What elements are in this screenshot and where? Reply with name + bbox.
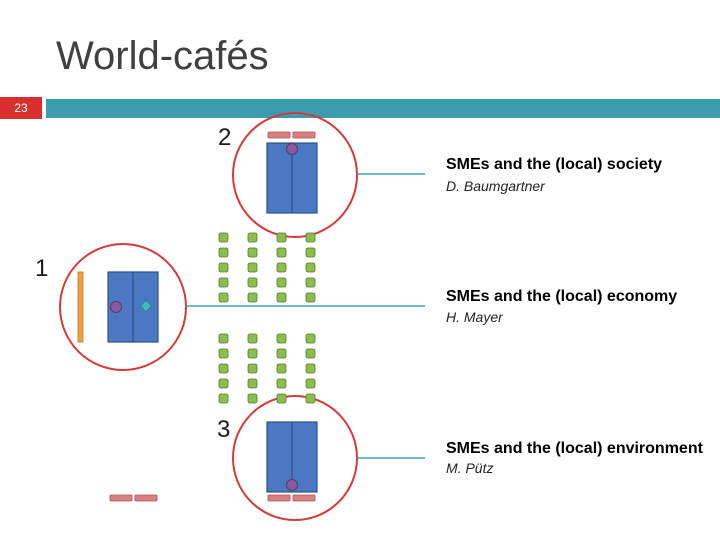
audience-chair — [247, 363, 258, 374]
audience-chair — [305, 262, 316, 273]
table-2-chair — [267, 131, 291, 139]
slide-number-badge — [0, 97, 42, 119]
topic-label: SMEs and the (local) environment — [446, 440, 703, 457]
table-1-group — [77, 271, 159, 343]
audience-chair — [218, 393, 229, 404]
topic-label: SMEs and the (local) society — [446, 156, 663, 173]
audience-chair — [276, 348, 287, 359]
audience-chair — [276, 262, 287, 273]
audience-chair — [218, 262, 229, 273]
table-3-chair — [267, 494, 291, 502]
table-number-2: 2 — [218, 124, 232, 151]
audience-chair — [218, 363, 229, 374]
slide-number: 23 — [14, 101, 28, 115]
audience-chair — [305, 348, 316, 359]
table-2-circle — [232, 112, 358, 238]
audience-chair — [247, 348, 258, 359]
table-2-chair — [292, 131, 316, 139]
host-name: M. Pütz — [446, 460, 494, 476]
table-2-host-marker — [286, 143, 298, 155]
table-3-chair — [292, 494, 316, 502]
audience-chair — [247, 378, 258, 389]
audience-chair — [247, 277, 258, 288]
audience-chair — [305, 247, 316, 258]
audience-chair — [218, 292, 229, 303]
table-1-host-marker — [110, 301, 122, 313]
audience-chair — [276, 393, 287, 404]
audience-chair — [305, 232, 316, 243]
audience-chair — [276, 232, 287, 243]
audience-chair — [305, 378, 316, 389]
audience-chair — [218, 378, 229, 389]
table-3-host-marker — [286, 479, 298, 491]
table-1-diamond-marker — [139, 299, 153, 313]
audience-chair — [218, 333, 229, 344]
audience-chair — [218, 232, 229, 243]
table-number-1: 1 — [35, 255, 49, 282]
table-2-group — [266, 131, 318, 214]
audience-chair — [305, 277, 316, 288]
audience-chair — [218, 277, 229, 288]
audience-chair — [276, 378, 287, 389]
audience-chair — [247, 232, 258, 243]
spare-chair — [134, 494, 158, 502]
audience-chair — [305, 333, 316, 344]
slide-title: World-cafés — [56, 34, 269, 78]
audience-chair — [247, 292, 258, 303]
audience-chair — [276, 292, 287, 303]
host-name: D. Baumgartner — [446, 178, 545, 194]
audience-chair — [276, 363, 287, 374]
audience-chair — [218, 247, 229, 258]
audience-chair — [276, 277, 287, 288]
audience-chair — [276, 333, 287, 344]
audience-chair — [276, 247, 287, 258]
flipchart — [77, 271, 84, 343]
audience-chair — [305, 292, 316, 303]
table-number-3: 3 — [217, 416, 231, 443]
audience-chair — [247, 247, 258, 258]
table-3-group — [266, 421, 318, 502]
audience-chair — [247, 333, 258, 344]
spare-chair — [109, 494, 133, 502]
audience-chair — [305, 393, 316, 404]
audience-chair — [305, 363, 316, 374]
audience-chair — [247, 262, 258, 273]
table-1-circle — [59, 243, 187, 371]
host-name: H. Mayer — [446, 309, 503, 325]
topic-label: SMEs and the (local) economy — [446, 288, 678, 305]
header-accent-bar — [46, 99, 720, 118]
audience-chair — [247, 393, 258, 404]
audience-chair-grid — [218, 232, 316, 404]
audience-chair — [218, 348, 229, 359]
